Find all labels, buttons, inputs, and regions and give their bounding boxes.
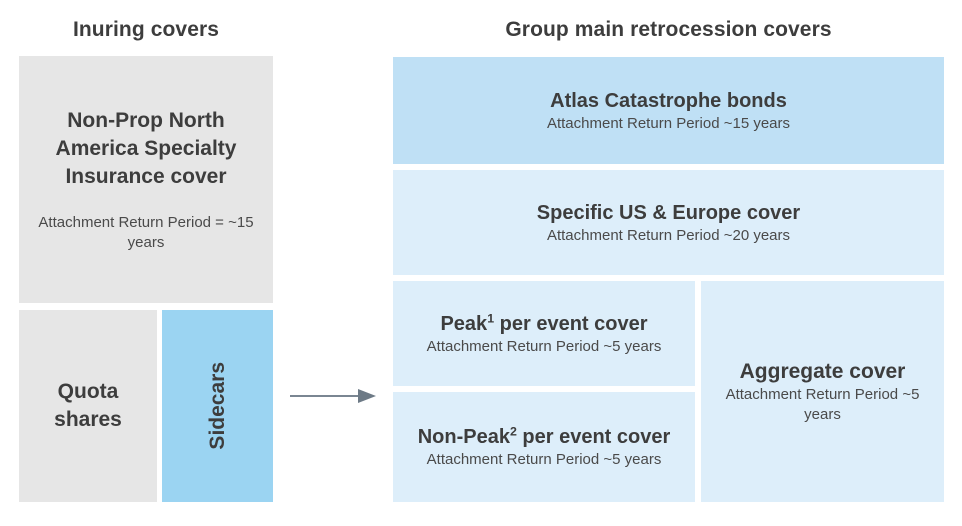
cover-box-sidecars[interactable]: Sidecars (162, 310, 273, 502)
cover-subtext: Attachment Return Period = ~15 years (38, 213, 254, 251)
cover-subtext: Attachment Return Period ~5 years (725, 385, 920, 423)
cover-box-aggregate[interactable]: Aggregate cover Attachment Return Period… (701, 281, 944, 502)
cover-heading-rest: per event cover (494, 312, 648, 335)
cover-heading-main: Non-Peak (417, 426, 510, 448)
cover-subtext: Attachment Return Period ~5 years (426, 337, 662, 355)
cover-subtext: Attachment Return Period ~5 years (426, 451, 662, 468)
cover-box-atlas-catastrophe-bonds[interactable]: Atlas Catastrophe bonds Attachment Retur… (393, 57, 944, 164)
page-title-inuring-covers: Inuring covers (72, 18, 220, 41)
cover-heading: Aggregate cover (739, 359, 906, 383)
cover-heading: Sidecars (205, 362, 229, 450)
flow-arrow (290, 385, 380, 407)
cover-box-quota-shares[interactable]: Quota shares (19, 310, 157, 502)
cover-heading: Non-Peak2 per event cover (418, 424, 671, 450)
cover-heading: Peak1 per event cover (440, 311, 647, 337)
cover-box-peak-per-event[interactable]: Peak1 per event cover Attachment Return … (393, 281, 695, 386)
page-title-retrocession-covers: Group main retrocession covers (505, 18, 832, 41)
cover-box-specific-us-europe[interactable]: Specific US & Europe cover Attachment Re… (393, 170, 944, 275)
cover-heading: Non-Prop North America Specialty Insuran… (55, 108, 237, 188)
cover-heading: Atlas Catastrophe bonds (550, 89, 787, 112)
cover-subtext: Attachment Return Period ~20 years (546, 226, 791, 244)
cover-box-non-prop-north-america-specialty[interactable]: Non-Prop North America Specialty Insuran… (19, 56, 273, 303)
footnote-marker: 2 (509, 424, 517, 439)
cover-subtext: Attachment Return Period ~15 years (546, 114, 791, 132)
footnote-marker: 1 (487, 310, 495, 325)
cover-box-non-peak-per-event[interactable]: Non-Peak2 per event cover Attachment Ret… (393, 392, 695, 502)
cover-heading: Specific US & Europe cover (536, 201, 801, 224)
cover-heading-main: Peak (440, 312, 488, 335)
cover-heading-rest: per event cover (516, 426, 671, 448)
cover-heading: Quota shares (54, 380, 122, 431)
arrow-right-icon (290, 389, 376, 403)
